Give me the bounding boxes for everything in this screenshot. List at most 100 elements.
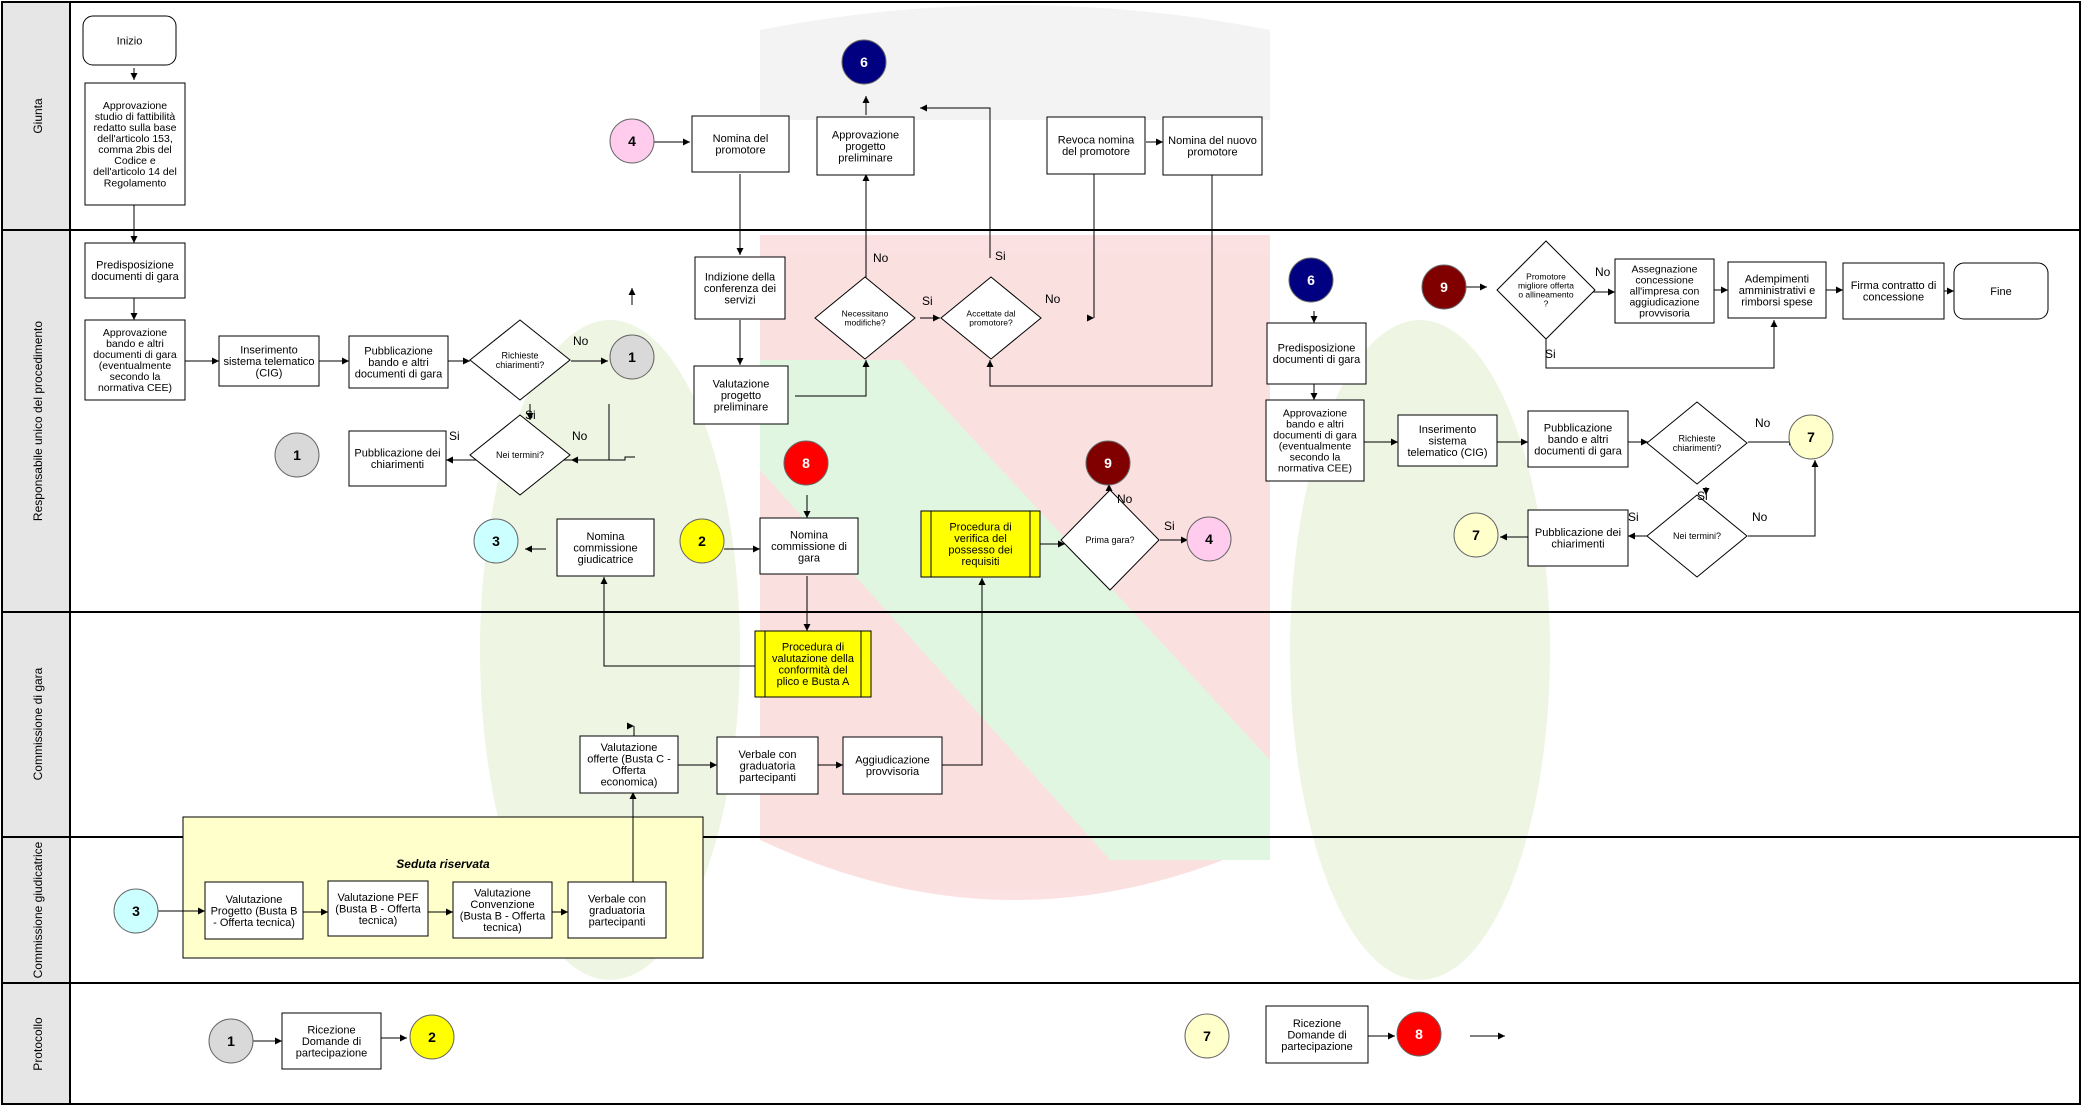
connector-1-protocollo-number: 1: [227, 1033, 235, 1049]
edge-label-no: No: [1752, 510, 1768, 524]
edge-label-no: No: [1755, 416, 1771, 430]
edge-label-yes: Si: [1628, 510, 1639, 524]
lane-label-commissione-gara: Commissione di gara: [31, 667, 45, 780]
edge-label-yes: Si: [1164, 519, 1175, 533]
flow-arrow: [1748, 460, 1819, 537]
connector-7-right: 7: [1788, 414, 1834, 460]
prima-gara-decision: Prima gara?: [1060, 489, 1160, 591]
edge-label-no: No: [873, 251, 889, 265]
connector-7-right-number: 7: [1807, 429, 1815, 445]
nei-termini-decision: Nei termini?: [469, 414, 571, 496]
group-label: Seduta riservata: [396, 857, 490, 871]
nei-termini-2-decision: Nei termini?: [1646, 494, 1748, 578]
connector-1-left-number: 1: [293, 447, 301, 463]
connector-1-left: 1: [274, 432, 320, 478]
edge-label-yes: Si: [525, 408, 536, 422]
flow-arrow: [942, 578, 986, 766]
connector-2-protocollo-number: 2: [428, 1029, 436, 1045]
connector-2-rup: 2: [679, 518, 725, 564]
flow-edges: [130, 68, 1954, 1045]
connector-9-rup-number: 9: [1104, 455, 1112, 471]
connector-8-protocollo-number: 8: [1415, 1026, 1423, 1042]
connector-4-top-number: 4: [628, 133, 636, 149]
connector-3-rup-number: 3: [492, 533, 500, 549]
lane-label-giunta: Giunta: [31, 98, 45, 134]
edge-label-no: No: [573, 334, 589, 348]
connector-4-rup-number: 4: [1205, 531, 1213, 547]
lane-label-rup: Responsabile unico del procedimento: [31, 321, 45, 521]
nei-termini-2-decision-label: Nei termini?: [1673, 531, 1721, 541]
edge-label-yes: Si: [449, 429, 460, 443]
connector-9-top: 9: [1421, 264, 1467, 310]
edge-label-no: No: [1045, 292, 1061, 306]
connector-8-rup-number: 8: [802, 455, 810, 471]
edge-label-no: No: [572, 429, 588, 443]
lane-label-protocollo: Protocollo: [31, 1017, 45, 1071]
edge-label-yes: Si: [1697, 489, 1708, 503]
end-node: Fine: [1953, 262, 2049, 320]
connector-1-right: 1: [609, 334, 655, 380]
flow-arrow: [1545, 320, 1778, 369]
connector-3-giudicatrice: 3: [113, 888, 159, 934]
nei-termini-decision-label: Nei termini?: [496, 450, 544, 460]
flow-arrow: [571, 404, 610, 464]
background-emblem: [480, 5, 1550, 980]
connector-7-protocollo-number: 7: [1203, 1028, 1211, 1044]
end-node-label: Fine: [1990, 286, 2011, 298]
connector-6-rup-number: 6: [1307, 272, 1315, 288]
connector-4-rup: 4: [1186, 516, 1232, 562]
connector-9-top-number: 9: [1440, 279, 1448, 295]
edge-label-yes: Si: [995, 249, 1006, 263]
connector-7-left-number: 7: [1472, 527, 1480, 543]
flow-arrow: [920, 104, 991, 258]
